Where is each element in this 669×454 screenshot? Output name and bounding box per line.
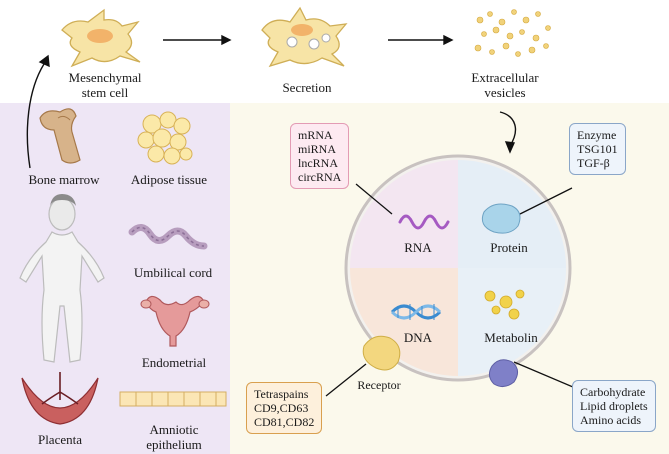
protein-list-item: TGF-β	[577, 156, 610, 170]
placenta-label: Placenta	[37, 432, 83, 447]
receptor-list-box: Tetraspains CD9,CD63 CD81,CD82	[246, 382, 323, 434]
rna-list-item: circRNA	[298, 170, 342, 184]
protein-list-item: Enzyme	[577, 128, 617, 142]
receptor-label: Receptor	[357, 378, 401, 392]
metabolin-label: Metabolin	[484, 330, 538, 345]
connector-lines	[325, 183, 581, 397]
protein-list-box: Enzyme TSG101 TGF-β	[569, 123, 626, 175]
uterus-icon	[140, 295, 210, 347]
receptor-list-item: CD81,CD82	[254, 415, 315, 429]
secretion-label: Secretion	[282, 80, 332, 95]
human-figure-icon	[19, 194, 105, 363]
rna-list-item: lncRNA	[298, 156, 338, 170]
secretion-cell-icon	[261, 6, 348, 68]
umbilical-cord-icon	[128, 224, 208, 250]
dna-label: DNA	[403, 330, 433, 345]
adipose-tissue-icon	[137, 111, 193, 165]
bone-marrow-icon	[39, 108, 81, 164]
amniotic-epithelium-label: Amniotic epithelium	[146, 422, 202, 452]
stem-cell-icon	[61, 8, 141, 68]
umbilical-cord-label: Umbilical cord	[133, 265, 213, 280]
protein-list-item: TSG101	[577, 142, 618, 156]
rna-list-box: mRNA miRNA lncRNA circRNA	[290, 123, 350, 189]
metabolin-list-box: Carbohydrate Lipid droplets Amino acids	[572, 380, 656, 432]
flow-arrows	[26, 34, 517, 169]
receptor-list-item: CD9,CD63	[254, 401, 309, 415]
receptor-list-item: Tetraspains	[254, 387, 309, 401]
metabolin-lobe-icon	[488, 359, 518, 388]
metabolin-list-item: Amino acids	[580, 413, 641, 427]
protein-icon	[481, 203, 521, 234]
receptor-icon	[362, 335, 401, 371]
rna-label: RNA	[404, 240, 432, 255]
metabolin-list-item: Lipid droplets	[580, 399, 648, 413]
dna-helix-icon	[390, 304, 442, 320]
vesicle-cluster-icon	[474, 9, 551, 57]
msc-label: Mesenchymal stem cell	[68, 70, 142, 100]
amniotic-epithelium-icon	[119, 391, 227, 407]
endometrial-label: Endometrial	[141, 355, 207, 370]
placenta-icon	[21, 372, 99, 425]
bone-marrow-label: Bone marrow	[28, 172, 100, 187]
rna-quadrant	[350, 160, 458, 268]
rna-list-item: mRNA	[298, 128, 333, 142]
metabolite-dots-icon	[484, 289, 525, 320]
protein-label: Protein	[490, 240, 528, 255]
rna-list-item: miRNA	[298, 142, 337, 156]
ev-label: Extracellular vesicles	[471, 70, 539, 100]
dna-quadrant	[350, 268, 458, 376]
adipose-tissue-label: Adipose tissue	[130, 172, 208, 187]
metabolin-list-item: Carbohydrate	[580, 385, 646, 399]
rna-strand-icon	[398, 214, 450, 230]
